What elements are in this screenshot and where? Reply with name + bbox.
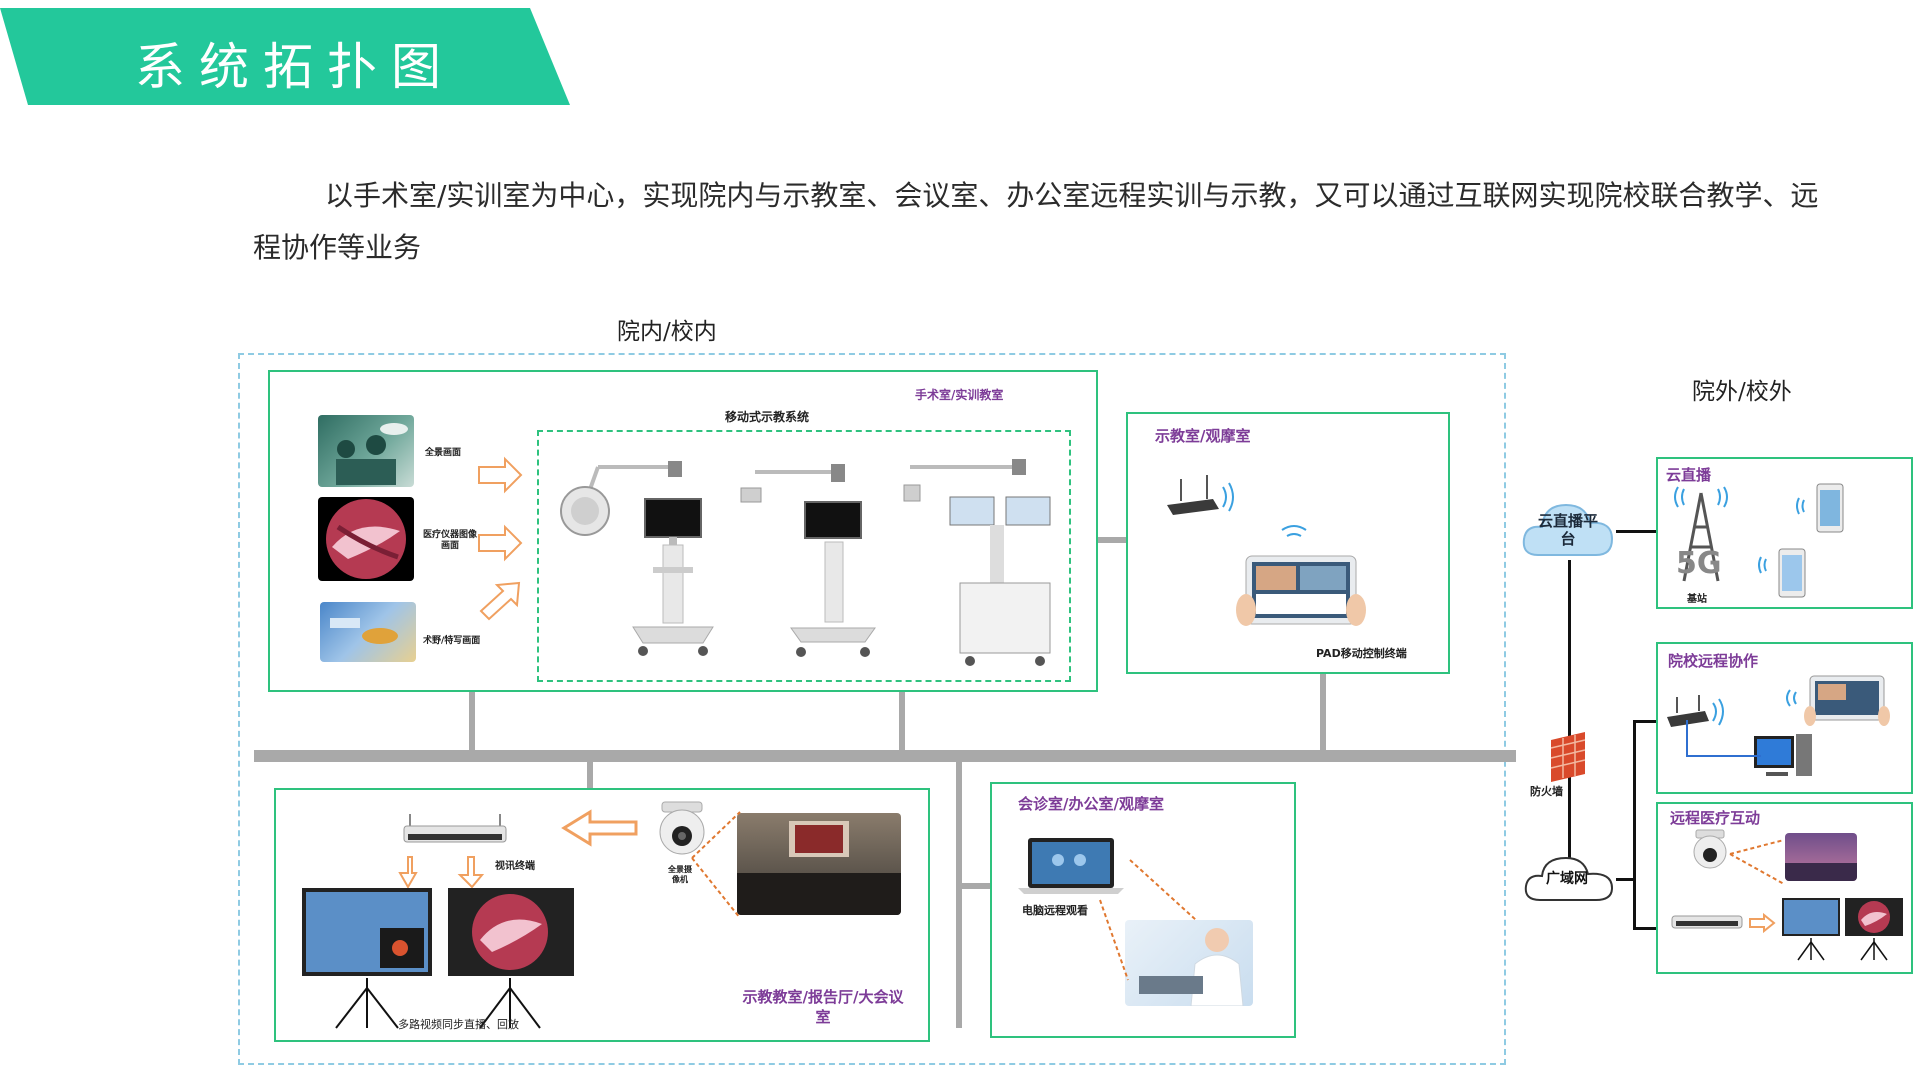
zone-label-inside: 院内/校内 [617,319,717,345]
firewall-label: 防火墙 [1530,785,1563,798]
router-icon [1167,475,1234,515]
demo-room-title: 示教室/观摩室 [1155,427,1251,445]
mobile-cart-3 [903,459,1051,666]
bus-link-consult [956,760,962,1028]
wan-label: 广域网 [1546,871,1588,887]
pc-label: 电脑远程观看 [1022,904,1088,917]
video-terminal-icon [403,814,507,843]
arrow-left-icon [561,809,638,847]
video-terminal-label: 视讯终端 [495,861,535,872]
wan-cloud-icon [1524,856,1614,901]
doctor-photo [1125,920,1253,1006]
dome-camera-icon [659,801,705,855]
camera-label: 全景摄像机 [668,865,692,884]
mobile-cart-1 [560,461,714,656]
feed-label-panorama: 全景画面 [425,448,462,458]
video-terminal-icon [1671,915,1743,929]
link-consult [959,883,1019,889]
feed-label-instrument: 医疗仪器图像画面 [422,530,477,551]
lecture-hall-title: 示教教室/报告厅/大会议室 [742,988,904,1026]
arrow-right-icon [478,456,523,494]
network-bus [254,750,1516,762]
firewall-icon [1550,732,1586,782]
uplink-cable [1568,560,1571,890]
instrument-feed-image [318,497,414,581]
branch-to-medical [1633,927,1657,930]
base-station-label: 基站 [1687,594,1707,605]
camera-view-lines [691,811,741,919]
feed-arrows [478,456,523,621]
lecture-hall-photo [737,813,901,915]
arrow-up-right-icon [479,581,521,621]
projector-screen-2 [448,888,574,1029]
mobile-system-label: 移动式示教系统 [725,410,810,424]
medical-title: 远程医疗互动 [1670,809,1761,827]
zone-label-outside: 院外/校外 [1692,379,1792,405]
phone-icon [1796,483,1844,533]
arrow-right-icon [478,524,523,562]
projector-screen-1 [302,888,432,1029]
surgery-room-title: 手术室/实训教室 [915,388,1004,402]
dome-camera-icon [1693,829,1727,869]
consult-room-title: 会诊室/办公室/观摩室 [1018,795,1164,813]
svg-text:5G: 5G [1676,546,1722,581]
pad-label: PAD移动控制终端 [1316,647,1407,660]
meeting-photo [1785,833,1857,881]
down-arrows-icon [398,856,485,890]
wan-link-cable [1616,878,1634,881]
tablet-icon [1786,675,1890,726]
branch-cable [1633,720,1636,930]
projector-screen-2 [1845,898,1903,961]
camera-view-lines [1729,839,1785,885]
intro-paragraph: 以手术室/实训室为中心，实现院内与示教室、会议室、办公室远程实训与示教，又可以通… [253,179,1819,264]
mobile-cart-2 [740,464,876,657]
bus-link-surgery-2 [899,690,905,752]
broadcast-label: 多路视频同步直播、回放 [398,1018,519,1031]
collab-title: 院校远程协作 [1668,652,1759,670]
desktop-computer-icon [1754,734,1812,776]
router-to-pc-cable [1686,720,1761,757]
bus-link-demo-room [1320,670,1326,752]
projector-screen-1 [1782,898,1840,961]
cloud-to-live-cable [1616,530,1656,533]
pad-terminal-icon [1236,525,1366,626]
demo-room-box [1126,412,1450,674]
branch-to-collab [1633,720,1657,723]
cloud-live-title: 云直播 [1666,466,1712,484]
cloud-icon [1522,503,1614,556]
field-feed-image [320,602,416,662]
link-surgery-demo [1096,537,1126,543]
bus-link-surgery-1 [469,690,475,752]
base-station-icon: 5G [1674,486,1728,582]
arrow-right-icon [1749,912,1776,934]
cloud-platform-label: 云直播平台 [1538,512,1599,548]
feed-label-field: 术野/特写画面 [423,636,481,646]
router-icon [1667,695,1724,727]
laptop-icon [1018,838,1124,894]
title-banner [0,8,570,105]
laptop-view-lines [1099,859,1197,981]
mobile-system-area [537,430,1071,682]
phone-icon [1758,548,1806,598]
bus-link-lecture [587,760,593,790]
page-title: 系统拓扑图 [135,38,455,96]
panorama-feed-image [318,415,414,487]
